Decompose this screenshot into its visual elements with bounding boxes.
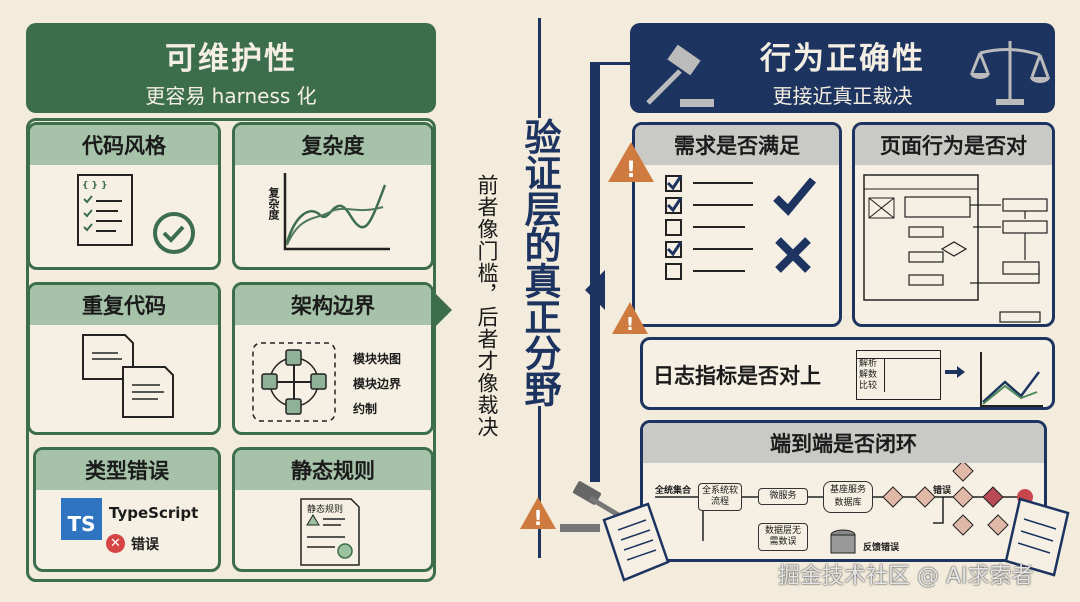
browser-flow-icon [863, 174, 1048, 323]
log-line: 解析 [859, 359, 878, 369]
log-panel: 解析 解数 比较 [856, 350, 941, 400]
svg-text:{ } }: { } } [82, 181, 108, 191]
center-title: 验证层的真正分野 [516, 118, 562, 406]
axis-label: 复杂度 [267, 187, 280, 220]
flow-node: 数据层无需数误 [758, 523, 808, 551]
correctness-title: 行为正确性 [760, 41, 925, 77]
svg-text:!: ! [626, 158, 636, 183]
complexity-chart-icon [283, 173, 390, 251]
arrow-left-icon [585, 270, 605, 310]
card-end-to-end: 端到端是否闭环 全统集合 全系统软流程 微服务 基座服务数据库 数据层无需数误 … [640, 420, 1047, 562]
flow-input-label: 全统集合 [655, 486, 692, 496]
card-type-errors: 类型错误 TS TypeScript ✕ 错误 [33, 447, 221, 572]
svg-text:!: ! [533, 506, 542, 530]
center-subtitle: 前者像门槛，后者才像裁决 [475, 174, 499, 438]
flow-error-label: 错误 [933, 486, 952, 496]
card-title: 重复代码 [30, 285, 218, 325]
log-line: 解数 [859, 370, 878, 380]
card-title: 复杂度 [235, 125, 431, 165]
card-title: 架构边界 [235, 285, 431, 325]
card-architecture-boundary: 架构边界 模块块图 模块边界 约制 [232, 282, 434, 435]
card-title: 页面行为是否对 [855, 125, 1052, 165]
card-complexity: 复杂度 复杂度 [232, 122, 434, 270]
typescript-label: TypeScript [109, 504, 199, 522]
error-x-icon: ✕ [106, 534, 125, 553]
flow-node: 全系统软流程 [698, 483, 742, 511]
flow-node: 微服务 [758, 488, 808, 505]
card-requirements: 需求是否满足 [632, 122, 842, 327]
card-title: 需求是否满足 [635, 125, 839, 165]
flow-db-label: 数据库 [834, 498, 862, 508]
card-title: 类型错误 [36, 450, 218, 490]
arrow-right-icon [432, 290, 452, 330]
flow-feedback-label: 反馈错误 [863, 543, 900, 553]
card-code-style: 代码风格 { } } [27, 122, 221, 270]
card-title: 日志指标是否对上 [653, 364, 821, 388]
svg-text:!: ! [626, 314, 634, 335]
card-title: 端到端是否闭环 [643, 423, 1044, 463]
card-static-rules: 静态规则 静态规则 [232, 447, 434, 572]
gavel-icon [646, 44, 714, 107]
card-page-behavior: 页面行为是否对 [852, 122, 1055, 327]
document-icon [602, 502, 670, 582]
warning-icon: ! [608, 142, 654, 183]
card-log-metrics: 日志指标是否对上 解析 解数 比较 [640, 337, 1055, 410]
module-diagram-icon [252, 342, 336, 422]
warning-icon: ! [612, 302, 648, 335]
flow-database: 基座服务数据库 [823, 481, 873, 513]
scales-icon [970, 41, 1050, 105]
connector-line [590, 62, 630, 65]
watermark: 掘金技术社区 @ AI求索者 [778, 564, 1034, 589]
rules-doc-label: 静态规则 [307, 505, 344, 515]
checklist-icon: { } } [77, 174, 195, 254]
maintainability-title: 可维护性 [165, 41, 297, 77]
duplicate-files-icon [82, 334, 174, 418]
flow-diagram-icon [655, 463, 1033, 554]
right-spine [590, 62, 600, 482]
maintainability-header: 可维护性 更容易 harness 化 [26, 23, 436, 113]
warning-icon: ! [520, 497, 556, 530]
card-title: 代码风格 [30, 125, 218, 165]
card-duplicate-code: 重复代码 [27, 282, 221, 435]
module-label: 模块边界 [353, 377, 402, 391]
requirements-checklist-icon [665, 175, 817, 280]
module-label: 模块块图 [353, 352, 402, 366]
flow-db-top: 基座服务 [829, 485, 866, 495]
typescript-logo: TS [61, 498, 102, 540]
document-icon [1004, 497, 1070, 577]
log-line: 比较 [859, 381, 878, 391]
correctness-header: 行为正确性 更接近真正裁决 [630, 23, 1055, 113]
module-label: 约制 [353, 402, 378, 416]
card-title: 静态规则 [235, 450, 431, 490]
correctness-subtitle: 更接近真正裁决 [772, 84, 913, 108]
rules-document-icon [300, 498, 360, 566]
error-label: 错误 [131, 537, 159, 553]
maintainability-subtitle: 更容易 harness 化 [145, 84, 317, 108]
metrics-chart-icon [945, 352, 1043, 407]
